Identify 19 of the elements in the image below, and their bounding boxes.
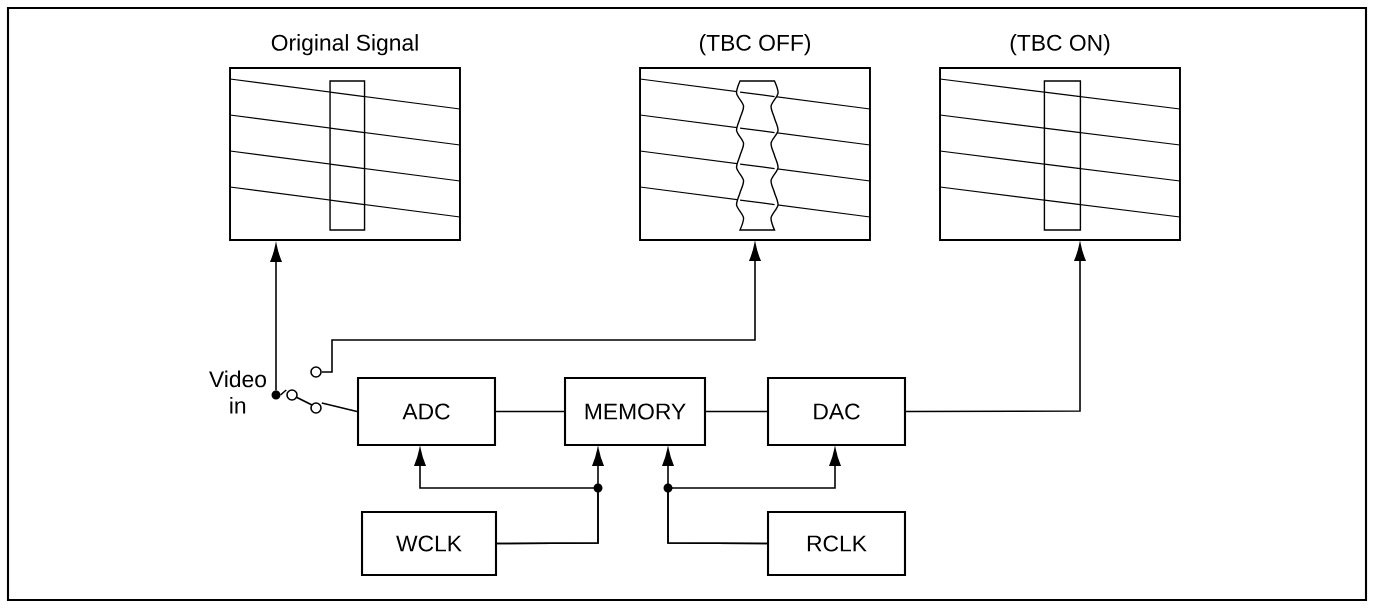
connector <box>321 243 761 373</box>
switch-drawing <box>286 366 322 414</box>
input-label: Video in <box>209 370 281 414</box>
block-box: DAC <box>766 376 907 447</box>
connector <box>667 448 841 545</box>
screen-title: Original Signal <box>271 34 418 56</box>
block-box: WCLK <box>360 510 498 577</box>
screen-title: (TBC ON) <box>1010 34 1110 56</box>
block-box: ADC <box>356 376 497 447</box>
connector <box>414 448 599 545</box>
block-box: RCLK <box>766 510 907 577</box>
connector <box>905 243 1086 413</box>
connector <box>270 244 282 392</box>
connector <box>321 402 358 413</box>
screen-title: (TBC OFF) <box>699 34 811 56</box>
connector <box>279 389 287 396</box>
connector <box>705 410 768 413</box>
connector <box>495 410 565 413</box>
block-box: MEMORY <box>563 376 707 447</box>
